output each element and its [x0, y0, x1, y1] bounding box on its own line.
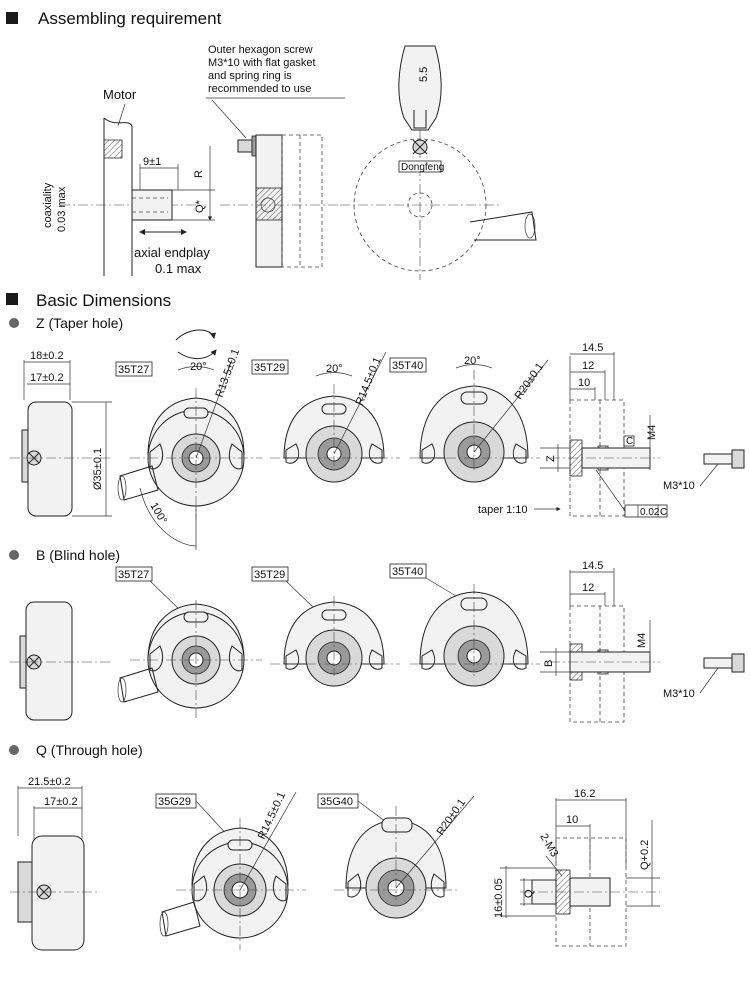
- subsection-z: Z (Taper hole): [36, 315, 123, 331]
- z-angle-20-a: 20°: [190, 361, 207, 373]
- q-dim-162: 16.2: [574, 788, 595, 800]
- b-dim-145: 14.5: [582, 560, 603, 572]
- dim-r: R: [193, 170, 205, 178]
- bullet-dot: [9, 745, 19, 755]
- b-m4: M4: [636, 633, 648, 648]
- q-qlabel: Q: [523, 889, 535, 898]
- z-m4: M4: [646, 425, 658, 440]
- q-section-view: 16.2 10 2-M3 16±0.05 Q Q+0.2: [493, 788, 660, 947]
- q-radius-20: R20±0.1: [435, 797, 469, 838]
- z-diameter: Ø35±0.1: [92, 448, 104, 490]
- b-blabel: B: [543, 660, 555, 667]
- coaxiality-value: 0.03 max: [56, 186, 68, 232]
- z-tolerance: 0.02: [640, 507, 660, 518]
- z-label-35t27: 35T27: [118, 364, 149, 376]
- motor-label: Motor: [103, 87, 137, 102]
- b-dim-12: 12: [582, 582, 594, 594]
- b-label-35t29: 35T29: [254, 569, 285, 581]
- dim-q: Q*: [194, 199, 206, 213]
- q-dim-10: 10: [566, 814, 578, 826]
- screw-note-line-1: Outer hexagon screw: [208, 44, 313, 56]
- z-radius-20: R20±0.1: [513, 361, 547, 402]
- q-side-view: 21.5±0.2 17±0.2: [10, 776, 100, 951]
- z-datum-c2: C: [660, 507, 667, 518]
- z-screw-m3: M3*10: [663, 480, 695, 492]
- section-title-basic: Basic Dimensions: [36, 291, 171, 310]
- wrench-size: 5.5: [418, 67, 430, 82]
- screw-note-line-4: recommended to use: [208, 83, 311, 95]
- z-width-18: 18±0.2: [30, 350, 64, 362]
- z-label-35t40: 35T40: [392, 360, 423, 372]
- z-radius-135: R13.5±0.1: [214, 347, 243, 399]
- z-taper: taper 1:10: [478, 504, 528, 516]
- assembly-front-view: 5.5 Dongfeng: [340, 45, 537, 280]
- z-zlabel: Z: [545, 455, 557, 462]
- endplay-value: 0.1 max: [155, 261, 202, 276]
- z-front-35t27: 35T27 20° R13.5±0.1 100°: [115, 329, 262, 550]
- assembly-motor-view: Motor 9±1 R Q* coaxiality 0.03 max axial…: [42, 87, 215, 276]
- q-dim-16: 16±0.05: [493, 878, 505, 918]
- z-front-35t29: 35T29 20° R14.5±0.1: [251, 351, 400, 483]
- z-dim-145: 14.5: [582, 342, 603, 354]
- endplay-label: axial endplay: [134, 245, 210, 260]
- bullet-dot: [9, 318, 19, 328]
- dim-9: 9±1: [143, 156, 161, 168]
- b-front-35t27: 35T27: [115, 566, 262, 720]
- q-label-35g40: 35G40: [320, 796, 353, 808]
- section-title-assembling: Assembling requirement: [38, 9, 222, 28]
- screw-note-line-3: and spring ring is: [208, 70, 292, 82]
- z-datum-c: C: [626, 436, 633, 447]
- q-width-17: 17±0.2: [44, 796, 78, 808]
- assembly-side-view: Outer hexagon screw M3*10 with flat gask…: [206, 44, 345, 268]
- b-front-35t40: 35T40: [389, 563, 540, 687]
- z-angle-100: 100°: [147, 501, 169, 527]
- bullet-dot: [9, 550, 19, 560]
- b-section-view: 14.5 12 M4 B M3*10: [540, 560, 745, 723]
- q-label-35g29: 35G29: [158, 796, 191, 808]
- q-m3: 2-M3: [537, 832, 560, 860]
- z-section-view: 14.5 12 10 M4 Z C taper 1:10 0.02 C M3*1…: [478, 342, 745, 518]
- subsection-q: Q (Through hole): [36, 742, 143, 758]
- b-label-35t40: 35T40: [392, 566, 423, 578]
- subsection-b: B (Blind hole): [36, 547, 120, 563]
- z-dim-10: 10: [578, 377, 590, 389]
- q-front-35g40: 35G40 R20±0.1: [317, 793, 475, 919]
- screw-note-line-2: M3*10 with flat gasket: [208, 57, 316, 69]
- section-bullet: [6, 12, 18, 24]
- z-side-view: 18±0.2 17±0.2 Ø35±0.1: [10, 350, 112, 517]
- section-bullet: [6, 293, 18, 305]
- z-label-35t29: 35T29: [254, 362, 285, 374]
- q-qplus: Q+0.2: [639, 840, 651, 870]
- q-width-215: 21.5±0.2: [28, 776, 71, 788]
- z-width-17: 17±0.2: [30, 372, 64, 384]
- q-front-35g29: 35G29 R14.5±0.1: [155, 790, 306, 950]
- z-dim-12: 12: [582, 360, 594, 372]
- b-side-view: [10, 601, 110, 721]
- z-angle-20-c: 20°: [464, 355, 481, 367]
- b-front-35t29: 35T29: [251, 566, 400, 687]
- z-front-35t40: 35T40 20° R20±0.1: [389, 355, 549, 483]
- b-screw-m3: M3*10: [663, 688, 695, 700]
- b-label-35t27: 35T27: [118, 569, 149, 581]
- brand-label: Dongfeng: [401, 162, 444, 173]
- coaxiality-label: coaxiality: [42, 182, 54, 228]
- z-angle-20-b: 20°: [326, 363, 343, 375]
- z-radius-145: R14.5±0.1: [354, 356, 384, 407]
